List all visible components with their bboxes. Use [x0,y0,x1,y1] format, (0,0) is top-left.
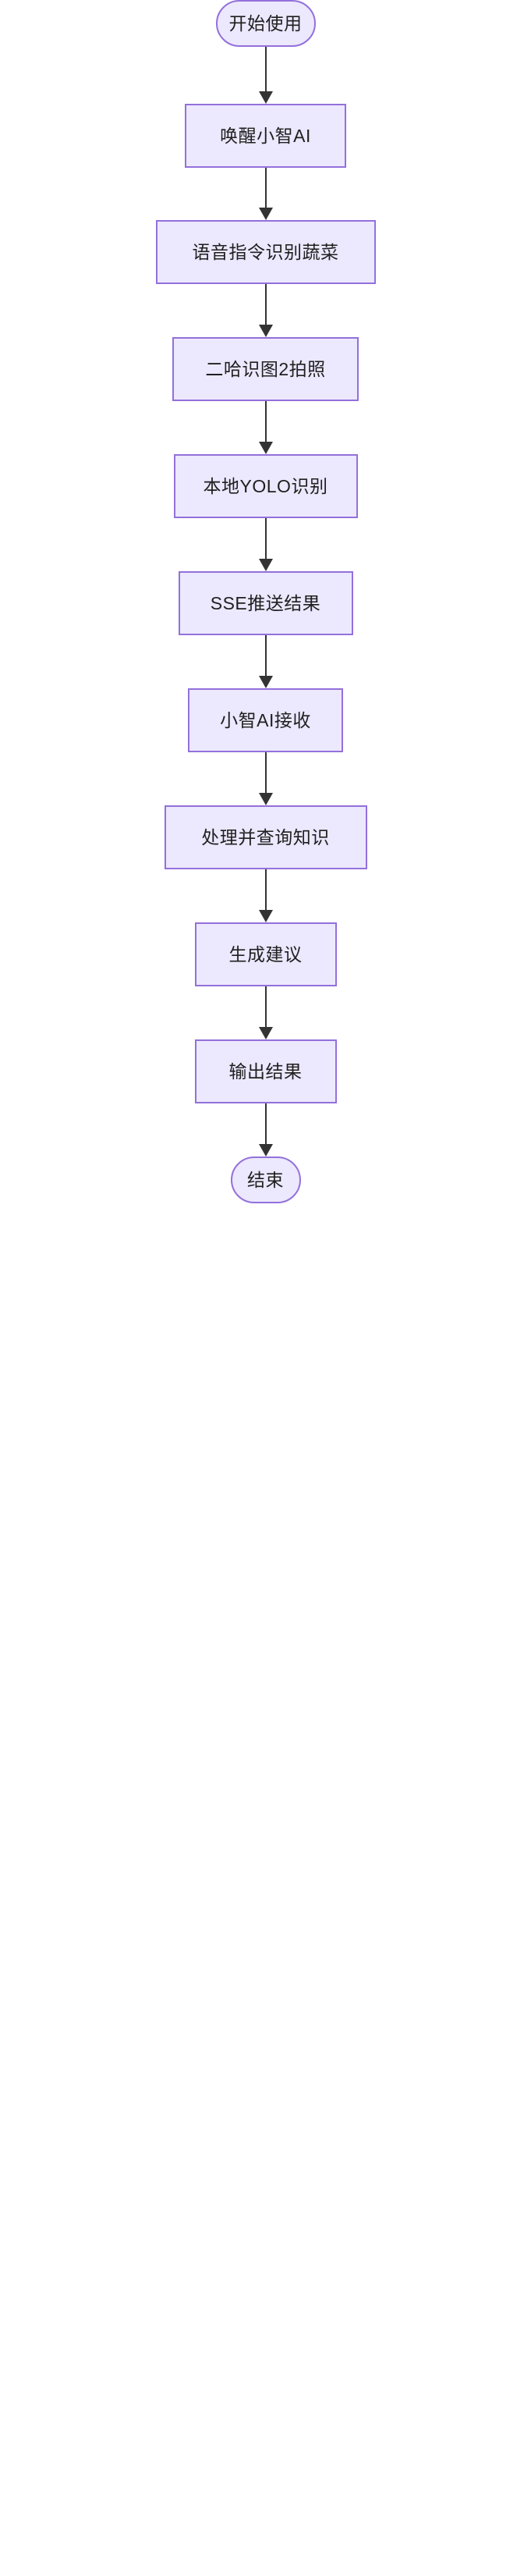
flow-node-n9[interactable]: 输出结果 [194,1039,337,1103]
arrow-down-icon [258,91,273,104]
arrow-down-icon [258,325,273,337]
arrow-down-icon [258,208,273,220]
flow-node-n4[interactable]: 本地YOLO识别 [173,454,358,518]
flow-node-label: 开始使用 [228,12,303,34]
flow-node-label: 唤醒小智AI [220,125,311,146]
flow-node-label: 小智AI接收 [220,709,311,730]
flow-node-end[interactable]: 结束 [230,1157,301,1203]
flow-node-n5[interactable]: SSE推送结果 [178,571,353,635]
flow-edge-n1-to-n2[interactable] [257,168,274,220]
flow-edge-n4-to-n5[interactable] [257,518,274,571]
arrow-down-icon [258,910,273,922]
flow-node-label: 二哈识图2拍照 [205,358,326,379]
flow-node-n2[interactable]: 语音指令识别蔬菜 [155,220,376,284]
edge-line [264,518,267,560]
arrow-down-icon [258,442,273,454]
flow-edge-n8-to-n9[interactable] [257,986,274,1039]
flow-node-n6[interactable]: 小智AI接收 [188,688,343,752]
flow-node-label: 输出结果 [228,1061,303,1082]
flow-edge-n2-to-n3[interactable] [257,284,274,337]
flow-node-start[interactable]: 开始使用 [215,0,316,47]
edge-line [264,1103,267,1145]
flow-node-n8[interactable]: 生成建议 [194,922,337,986]
edge-line [264,47,267,92]
edge-line [264,869,267,911]
edge-line [264,986,267,1028]
flow-node-label: SSE推送结果 [210,592,321,613]
flow-node-label: 生成建议 [228,943,303,965]
flow-node-label: 处理并查询知识 [201,826,330,847]
arrow-down-icon [258,559,273,571]
flow-node-n3[interactable]: 二哈识图2拍照 [172,337,359,401]
flow-edge-n3-to-n4[interactable] [257,401,274,454]
arrow-down-icon [258,793,273,805]
edge-line [264,168,267,208]
edge-line [264,284,267,325]
flow-node-label: 本地YOLO识别 [203,475,328,496]
flow-edge-n9-to-end[interactable] [257,1103,274,1157]
flow-edge-n6-to-n7[interactable] [257,752,274,805]
edge-line [264,635,267,677]
arrow-down-icon [258,1144,273,1157]
arrow-down-icon [258,676,273,688]
flow-node-n1[interactable]: 唤醒小智AI [185,104,346,168]
flow-node-n7[interactable]: 处理并查询知识 [164,805,367,869]
flow-edge-start-to-n1[interactable] [257,47,274,104]
flow-edge-n5-to-n6[interactable] [257,635,274,688]
flow-node-label: 语音指令识别蔬菜 [192,241,339,262]
arrow-down-icon [258,1027,273,1039]
edge-line [264,752,267,794]
flow-edge-n7-to-n8[interactable] [257,869,274,922]
edge-line [264,401,267,442]
flow-node-label: 结束 [247,1169,284,1190]
